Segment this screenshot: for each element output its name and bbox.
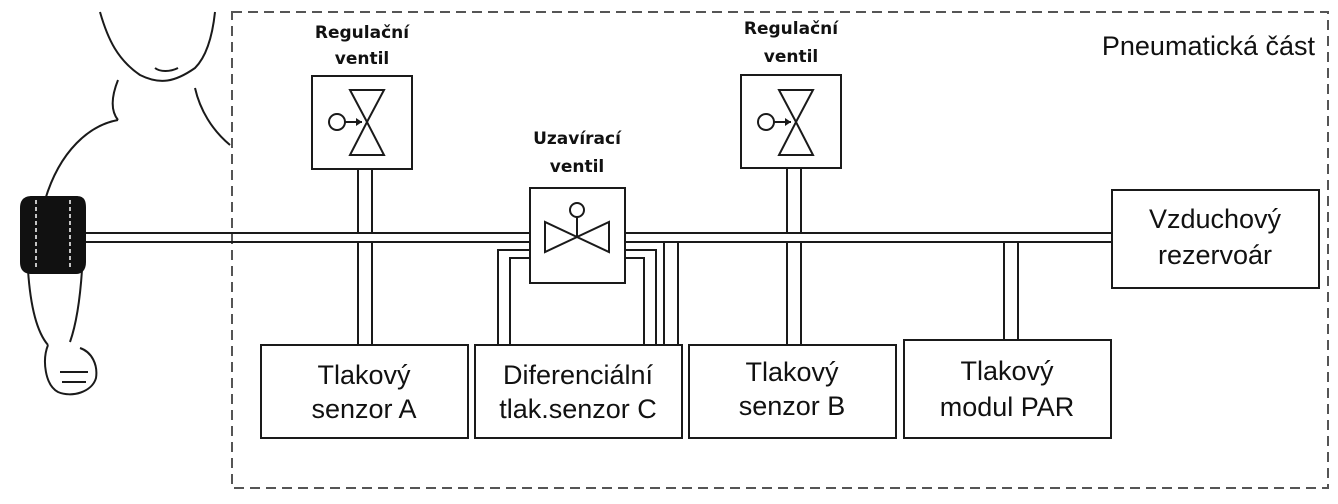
differential-pressure-sensor-c-label-1: Diferenciální <box>503 360 654 390</box>
shutoff-valve-label-1: Uzavírací <box>533 129 622 149</box>
pressure-module-par: Tlakový modul PAR <box>903 339 1112 439</box>
differential-pressure-sensor-c: Diferenciální tlak.senzor C <box>474 344 683 439</box>
shutoff-valve-label-2: ventil <box>550 157 605 177</box>
pressure-module-par-label-2: modul PAR <box>940 392 1075 422</box>
pressure-sensor-a-label-2: senzor A <box>311 394 416 424</box>
air-reservoir-label-1: Vzduchový <box>1149 204 1282 234</box>
regulation-valve-right <box>740 74 842 233</box>
air-reservoir: Vzduchový rezervoár <box>1111 189 1320 289</box>
pneumatic-section-frame <box>231 11 1329 489</box>
pressure-sensor-b-label-2: senzor B <box>739 391 846 421</box>
regulation-valve-left <box>311 75 413 233</box>
regulation-valve-left-label-1: Regulační <box>315 23 410 43</box>
pressure-sensor-b: Tlakový senzor B <box>688 344 897 439</box>
differential-pressure-sensor-c-label-2: tlak.senzor C <box>499 394 657 424</box>
branch-lines <box>357 242 1019 345</box>
main-air-line <box>86 232 1112 243</box>
regulation-valve-left-label-2: ventil <box>335 49 390 69</box>
shutoff-valve <box>529 187 626 284</box>
pressure-sensor-a-label-1: Tlakový <box>317 360 411 390</box>
regulation-valve-right-label-1: Regulační <box>744 19 839 39</box>
air-reservoir-label-2: rezervoár <box>1158 240 1272 270</box>
section-title: Pneumatická část <box>1102 31 1316 61</box>
patient-arm-illustration <box>27 11 231 396</box>
pressure-module-par-label-1: Tlakový <box>960 356 1054 386</box>
regulation-valve-right-label-2: ventil <box>764 47 819 67</box>
pressure-sensor-b-label-1: Tlakový <box>745 357 839 387</box>
pressure-sensor-a: Tlakový senzor A <box>260 344 469 439</box>
blood-pressure-cuff <box>20 196 86 274</box>
